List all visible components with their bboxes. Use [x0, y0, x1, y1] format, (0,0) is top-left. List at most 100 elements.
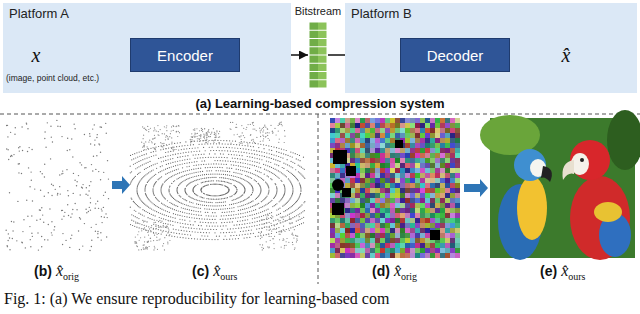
point	[159, 178, 160, 179]
point	[155, 149, 156, 150]
point	[173, 232, 174, 233]
point	[226, 232, 227, 233]
point	[196, 161, 197, 162]
point	[52, 141, 53, 142]
point	[263, 148, 264, 149]
point	[287, 214, 288, 215]
point	[192, 202, 193, 203]
point	[228, 178, 229, 179]
point	[278, 156, 279, 157]
point	[201, 191, 202, 192]
point	[298, 159, 299, 160]
point	[251, 186, 252, 187]
point	[209, 147, 210, 148]
point	[210, 167, 211, 168]
point	[170, 216, 171, 217]
point	[214, 167, 215, 168]
point	[234, 154, 235, 155]
point	[203, 239, 204, 240]
point	[196, 195, 197, 196]
point	[230, 179, 231, 180]
point	[203, 154, 204, 155]
point	[185, 188, 186, 189]
point	[280, 157, 281, 158]
point	[276, 194, 277, 195]
point	[265, 197, 266, 198]
point	[187, 145, 188, 146]
point	[176, 190, 177, 191]
point	[233, 144, 234, 145]
point	[172, 208, 173, 209]
point	[208, 202, 209, 203]
point	[226, 140, 227, 141]
point	[107, 160, 108, 161]
point	[147, 217, 148, 218]
point	[269, 149, 270, 150]
point	[200, 232, 201, 233]
point	[82, 245, 83, 246]
point	[164, 181, 165, 182]
point	[288, 171, 289, 172]
point	[44, 239, 45, 240]
point	[294, 203, 295, 204]
point	[107, 217, 108, 218]
point	[91, 164, 92, 165]
point	[280, 222, 281, 223]
point	[227, 174, 228, 175]
point	[290, 218, 291, 219]
point	[168, 151, 169, 152]
point	[182, 219, 183, 220]
point	[220, 195, 221, 196]
point	[220, 160, 221, 161]
point	[259, 193, 260, 194]
point	[203, 147, 204, 148]
point	[62, 233, 63, 234]
point	[276, 147, 277, 148]
point	[152, 188, 153, 189]
point	[151, 208, 152, 209]
point	[260, 172, 261, 173]
point	[236, 191, 237, 192]
point	[268, 203, 269, 204]
point	[154, 210, 155, 211]
point	[27, 128, 28, 129]
point	[266, 196, 267, 197]
point	[280, 200, 281, 201]
point	[289, 180, 290, 181]
point	[155, 163, 156, 164]
point	[167, 179, 168, 180]
point	[199, 228, 200, 229]
point	[163, 209, 164, 210]
point	[173, 166, 174, 167]
point	[257, 221, 258, 222]
point	[249, 182, 250, 183]
point	[299, 196, 300, 197]
point	[103, 172, 104, 173]
point	[271, 225, 272, 226]
point	[214, 212, 215, 213]
point	[269, 213, 270, 214]
point	[210, 143, 211, 144]
point	[259, 216, 260, 217]
point	[189, 196, 190, 197]
point	[163, 218, 164, 219]
point	[300, 205, 301, 206]
point	[292, 157, 293, 158]
point	[172, 170, 173, 171]
point	[244, 191, 245, 192]
point	[233, 165, 234, 166]
point	[176, 131, 177, 132]
point	[275, 220, 276, 221]
point	[196, 175, 197, 176]
point	[212, 205, 213, 206]
point	[173, 150, 174, 151]
point	[288, 178, 289, 179]
point	[222, 198, 223, 199]
point	[90, 202, 91, 203]
point	[259, 224, 260, 225]
point	[171, 137, 172, 138]
point	[249, 153, 250, 154]
point	[7, 149, 8, 150]
point	[197, 184, 198, 185]
point	[214, 195, 215, 196]
